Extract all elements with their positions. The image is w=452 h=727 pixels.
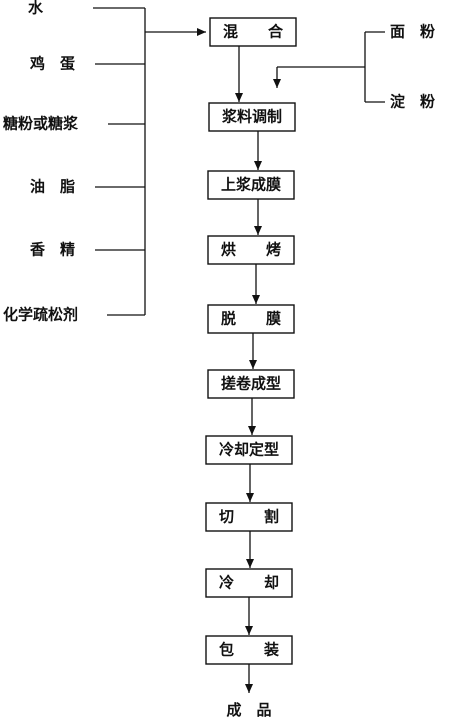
process-step-label: 搓卷成型 bbox=[221, 375, 281, 393]
process-step-label: 切 割 bbox=[219, 508, 279, 526]
process-step-label: 混 合 bbox=[223, 23, 284, 41]
process-step-box bbox=[208, 102, 296, 132]
left-ingredient-label: 糖粉或糖浆 bbox=[3, 115, 79, 133]
left-ingredient-label: 香 精 bbox=[30, 241, 75, 259]
process-step-label: 冷 却 bbox=[219, 574, 279, 592]
process-step-label: 上浆成膜 bbox=[221, 176, 281, 194]
process-step-box bbox=[205, 568, 293, 598]
process-step-label: 包 装 bbox=[219, 641, 280, 659]
process-step-box bbox=[207, 170, 295, 200]
process-step-label: 烘 烤 bbox=[221, 241, 281, 259]
product-label: 成 品 bbox=[226, 701, 271, 719]
process-step-box bbox=[209, 17, 297, 47]
right-ingredient-label: 面 粉 bbox=[390, 23, 435, 41]
process-step-label: 脱 膜 bbox=[221, 310, 281, 328]
process-step-box bbox=[207, 369, 295, 399]
left-ingredient-label: 化学疏松剂 bbox=[3, 306, 78, 324]
process-step-label: 冷却定型 bbox=[219, 441, 279, 459]
left-ingredient-label: 水 bbox=[28, 0, 44, 17]
process-step-box bbox=[207, 304, 295, 334]
process-step-box bbox=[207, 235, 295, 265]
process-step-box bbox=[205, 502, 293, 532]
left-ingredient-label: 鸡 蛋 bbox=[29, 55, 75, 73]
process-step-box bbox=[205, 435, 293, 465]
left-ingredient-label: 油 脂 bbox=[30, 178, 75, 196]
process-step-label: 浆料调制 bbox=[222, 108, 282, 126]
right-ingredient-label: 淀 粉 bbox=[390, 93, 435, 111]
